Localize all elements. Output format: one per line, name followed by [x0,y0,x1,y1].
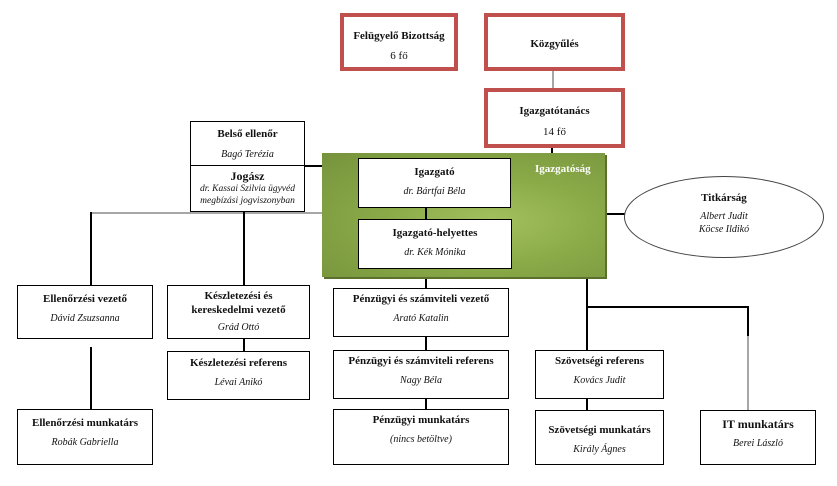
connector [425,208,427,220]
supervisory-board-box: Felügyelő Bizottság 6 fő [340,13,458,71]
node-name: Dávid Zsuzsanna [50,313,120,324]
finance-head-box: Pénzügyi és számviteli vezető Arató Kata… [333,288,509,337]
federation-referent-box: Szövetségi referens Kovács Judit [535,350,664,399]
connector [586,398,588,410]
node-name: Robák Gabriella [51,437,119,448]
node-name: Bagó Terézia [221,149,274,160]
connector [90,212,92,285]
control-staff-box: Ellenőrzési munkatárs Robák Gabriella [17,409,153,465]
node-title: Készletezési és [204,290,273,302]
node-name: dr. Kassai Szilvia ügyvéd [200,184,295,194]
node-subtitle: 6 fő [390,50,408,62]
node-title-2: kereskedelmi vezető [191,304,286,316]
secretariat-oval: Titkárság Albert Judit Köcse Ildikó [624,176,824,258]
general-assembly-box: Közgyűlés [484,13,625,71]
node-title: Közgyűlés [530,38,579,50]
finance-referent-box: Pénzügyi és számviteli referens Nagy Bél… [333,350,509,399]
node-title: Szövetségi referens [554,355,645,367]
node-name-2: megbízási jogviszonyban [200,196,295,206]
node-name: Kovács Judit [573,375,626,386]
connector [747,336,749,410]
internal-auditor-box: Belső ellenőr Bagó Terézia [190,121,305,166]
director-box: Igazgató dr. Bártfai Béla [358,158,511,208]
node-title: Jogász [230,169,265,183]
deputy-director-box: Igazgató-helyettes dr. Kék Mónika [358,219,512,269]
federation-staff-box: Szövetségi munkatárs Király Ágnes [535,410,664,465]
node-title: Készletezési referens [189,357,287,369]
node-title: Ellenőrzési munkatárs [31,417,139,429]
node-title: Felügyelő Bizottság [353,30,445,42]
node-name: Berei László [733,438,783,449]
node-name: dr. Kék Mónika [404,247,466,258]
management-label: Igazgatóság [535,163,591,175]
node-name-2: Köcse Ildikó [698,224,750,235]
node-name: dr. Bártfai Béla [403,186,466,197]
node-title: Igazgató-helyettes [392,227,478,239]
connector [243,212,245,285]
node-title: Ellenőrzési vezető [43,293,127,305]
connector [552,70,554,90]
connector [425,337,427,351]
node-name: Király Ágnes [573,444,626,455]
node-title: Igazgató [414,166,455,178]
connector [425,399,427,409]
control-head-box: Ellenőrzési vezető Dávid Zsuzsanna [17,285,153,339]
it-staff-box: IT munkatárs Berei László [700,410,816,465]
node-name: Lévai Anikó [214,377,263,388]
connector [90,212,340,214]
lawyer-box: Jogász dr. Kassai Szilvia ügyvéd megbízá… [190,165,305,212]
connector [551,147,553,157]
node-title: Pénzügyi és számviteli referens [348,355,494,367]
node-name: (nincs betöltve) [390,434,452,445]
node-name: Albert Judit [700,211,748,222]
connector [586,306,748,308]
board-of-directors-box: Igazgatótanács 14 fő [484,88,625,148]
connector [747,306,749,336]
node-name: Nagy Béla [400,375,442,386]
inventory-head-box: Készletezési és kereskedelmi vezető Grád… [167,285,310,339]
node-title: Pénzügyi munkatárs [372,414,470,426]
node-name: Arató Katalin [393,313,449,324]
node-title: Belső ellenőr [217,128,278,140]
node-title: Titkárság [701,192,747,204]
node-title: Igazgatótanács [519,105,590,117]
connector [243,335,245,351]
connector [90,347,92,409]
node-title: Pénzügyi és számviteli vezető [352,293,490,305]
node-name: Grád Ottó [217,322,260,333]
finance-staff-box: Pénzügyi munkatárs (nincs betöltve) [333,409,509,465]
node-subtitle: 14 fő [543,126,566,138]
inventory-referent-box: Készletezési referens Lévai Anikó [167,351,310,400]
connector [586,244,588,350]
connector [425,268,427,288]
node-title: IT munkatárs [722,417,794,431]
node-title: Szövetségi munkatárs [548,424,651,436]
